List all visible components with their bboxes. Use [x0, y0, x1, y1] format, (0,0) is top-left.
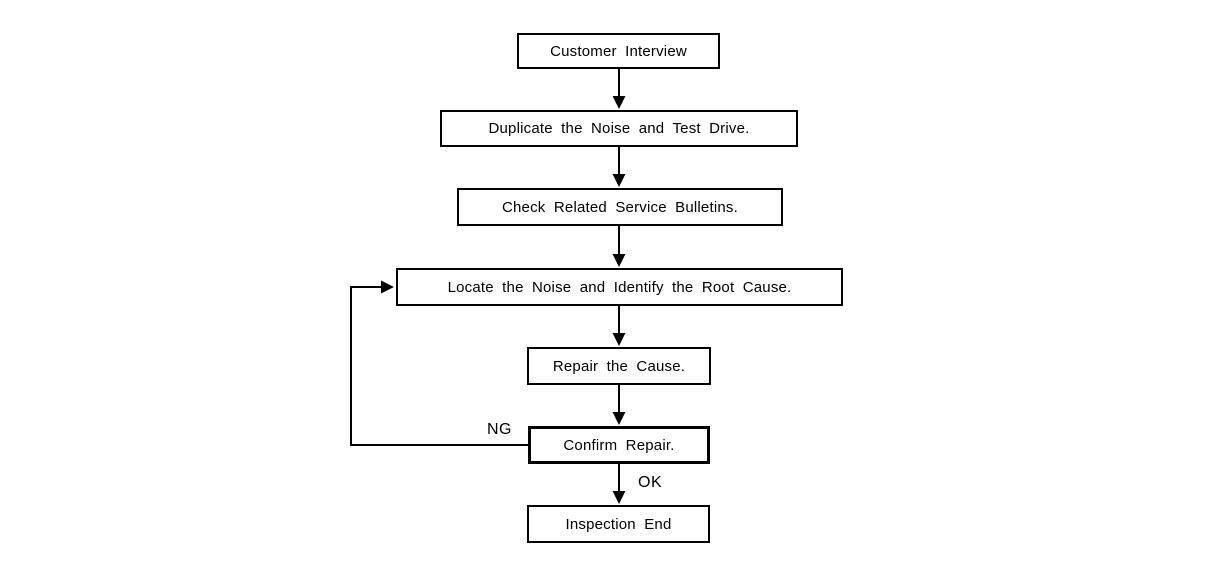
node-confirm-repair: Confirm Repair.: [528, 426, 710, 464]
node-locate-noise-root-cause: Locate the Noise and Identify the Root C…: [396, 268, 843, 306]
edge-label-ng: NG: [487, 421, 512, 438]
node-inspection-end: Inspection End: [527, 505, 710, 543]
edge-label-ok: OK: [638, 474, 663, 491]
node-customer-interview: Customer Interview: [517, 33, 720, 69]
node-repair-cause: Repair the Cause.: [527, 347, 711, 385]
node-duplicate-noise-test-drive: Duplicate the Noise and Test Drive.: [440, 110, 798, 147]
arrow-confirm-to-locate-ng-loop: [350, 280, 528, 446]
node-check-service-bulletins: Check Related Service Bulletins.: [457, 188, 783, 226]
